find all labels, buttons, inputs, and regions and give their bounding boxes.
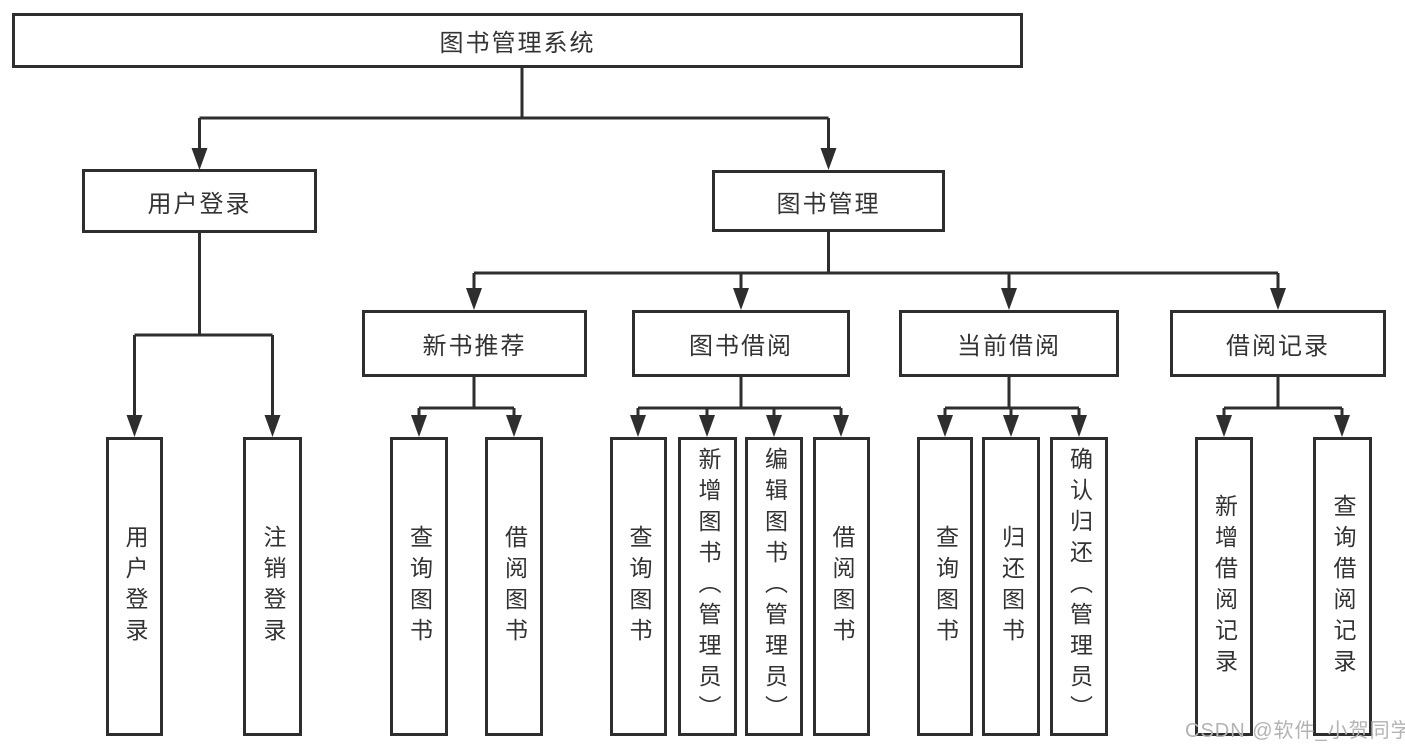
leaf-cb-query-books-label: 查询图书	[932, 524, 959, 649]
node-root: 图书管理系统	[12, 13, 1023, 68]
leaf-bb-edit-books-admin: 编辑图书（管理员）	[745, 437, 803, 736]
leaf-nbr-query-books-label: 查询图书	[406, 524, 433, 649]
node-borrowing-records-label: 借阅记录	[1226, 333, 1330, 360]
leaf-bb-edit-books-admin-label: 编辑图书（管理员）	[761, 447, 788, 726]
leaf-cb-return-books-label: 归还图书	[998, 524, 1025, 649]
watermark: CSDN @软件_小贺同学	[1185, 720, 1405, 742]
leaf-user-login: 用户登录	[106, 437, 163, 736]
node-new-book-recommend: 新书推荐	[362, 310, 587, 377]
leaf-bb-query-books-label: 查询图书	[626, 524, 652, 649]
leaf-cb-confirm-return-admin-label: 确认归还（管理员）	[1066, 447, 1093, 726]
node-root-label: 图书管理系统	[439, 30, 596, 57]
node-current-borrowing-label: 当前借阅	[957, 333, 1061, 360]
node-book-borrowing: 图书借阅	[632, 310, 850, 377]
node-book-management: 图书管理	[712, 170, 945, 232]
leaf-logout: 注销登录	[243, 437, 302, 736]
leaf-cb-confirm-return-admin: 确认归还（管理员）	[1050, 437, 1108, 736]
leaf-logout-label: 注销登录	[260, 524, 286, 649]
leaf-bb-add-books-admin: 新增图书（管理员）	[678, 437, 737, 736]
leaf-br-add-record-label: 新增借阅记录	[1211, 493, 1238, 680]
leaf-br-query-record-label: 查询借阅记录	[1330, 493, 1356, 680]
leaf-cb-return-books: 归还图书	[982, 437, 1040, 736]
leaf-bb-query-books: 查询图书	[610, 437, 667, 736]
leaf-br-query-record: 查询借阅记录	[1313, 437, 1372, 736]
leaf-bb-add-books-admin-label: 新增图书（管理员）	[695, 447, 721, 726]
leaf-br-add-record: 新增借阅记录	[1195, 437, 1253, 736]
leaf-bb-borrow-books: 借阅图书	[813, 437, 870, 736]
leaf-nbr-borrow-books-label: 借阅图书	[501, 524, 528, 649]
node-book-borrowing-label: 图书借阅	[689, 333, 793, 360]
node-book-management-label: 图书管理	[776, 190, 881, 218]
leaf-nbr-query-books: 查询图书	[390, 437, 448, 736]
leaf-nbr-borrow-books: 借阅图书	[485, 437, 543, 736]
leaf-bb-borrow-books-label: 借阅图书	[829, 524, 855, 649]
node-user-login-label: 用户登录	[147, 190, 252, 218]
node-borrowing-records: 借阅记录	[1170, 310, 1386, 377]
leaf-user-login-label: 用户登录	[122, 524, 148, 649]
node-new-book-recommend-label: 新书推荐	[422, 333, 527, 360]
node-current-borrowing: 当前借阅	[899, 310, 1119, 377]
leaf-cb-query-books: 查询图书	[917, 437, 973, 736]
node-user-login: 用户登录	[82, 169, 317, 233]
